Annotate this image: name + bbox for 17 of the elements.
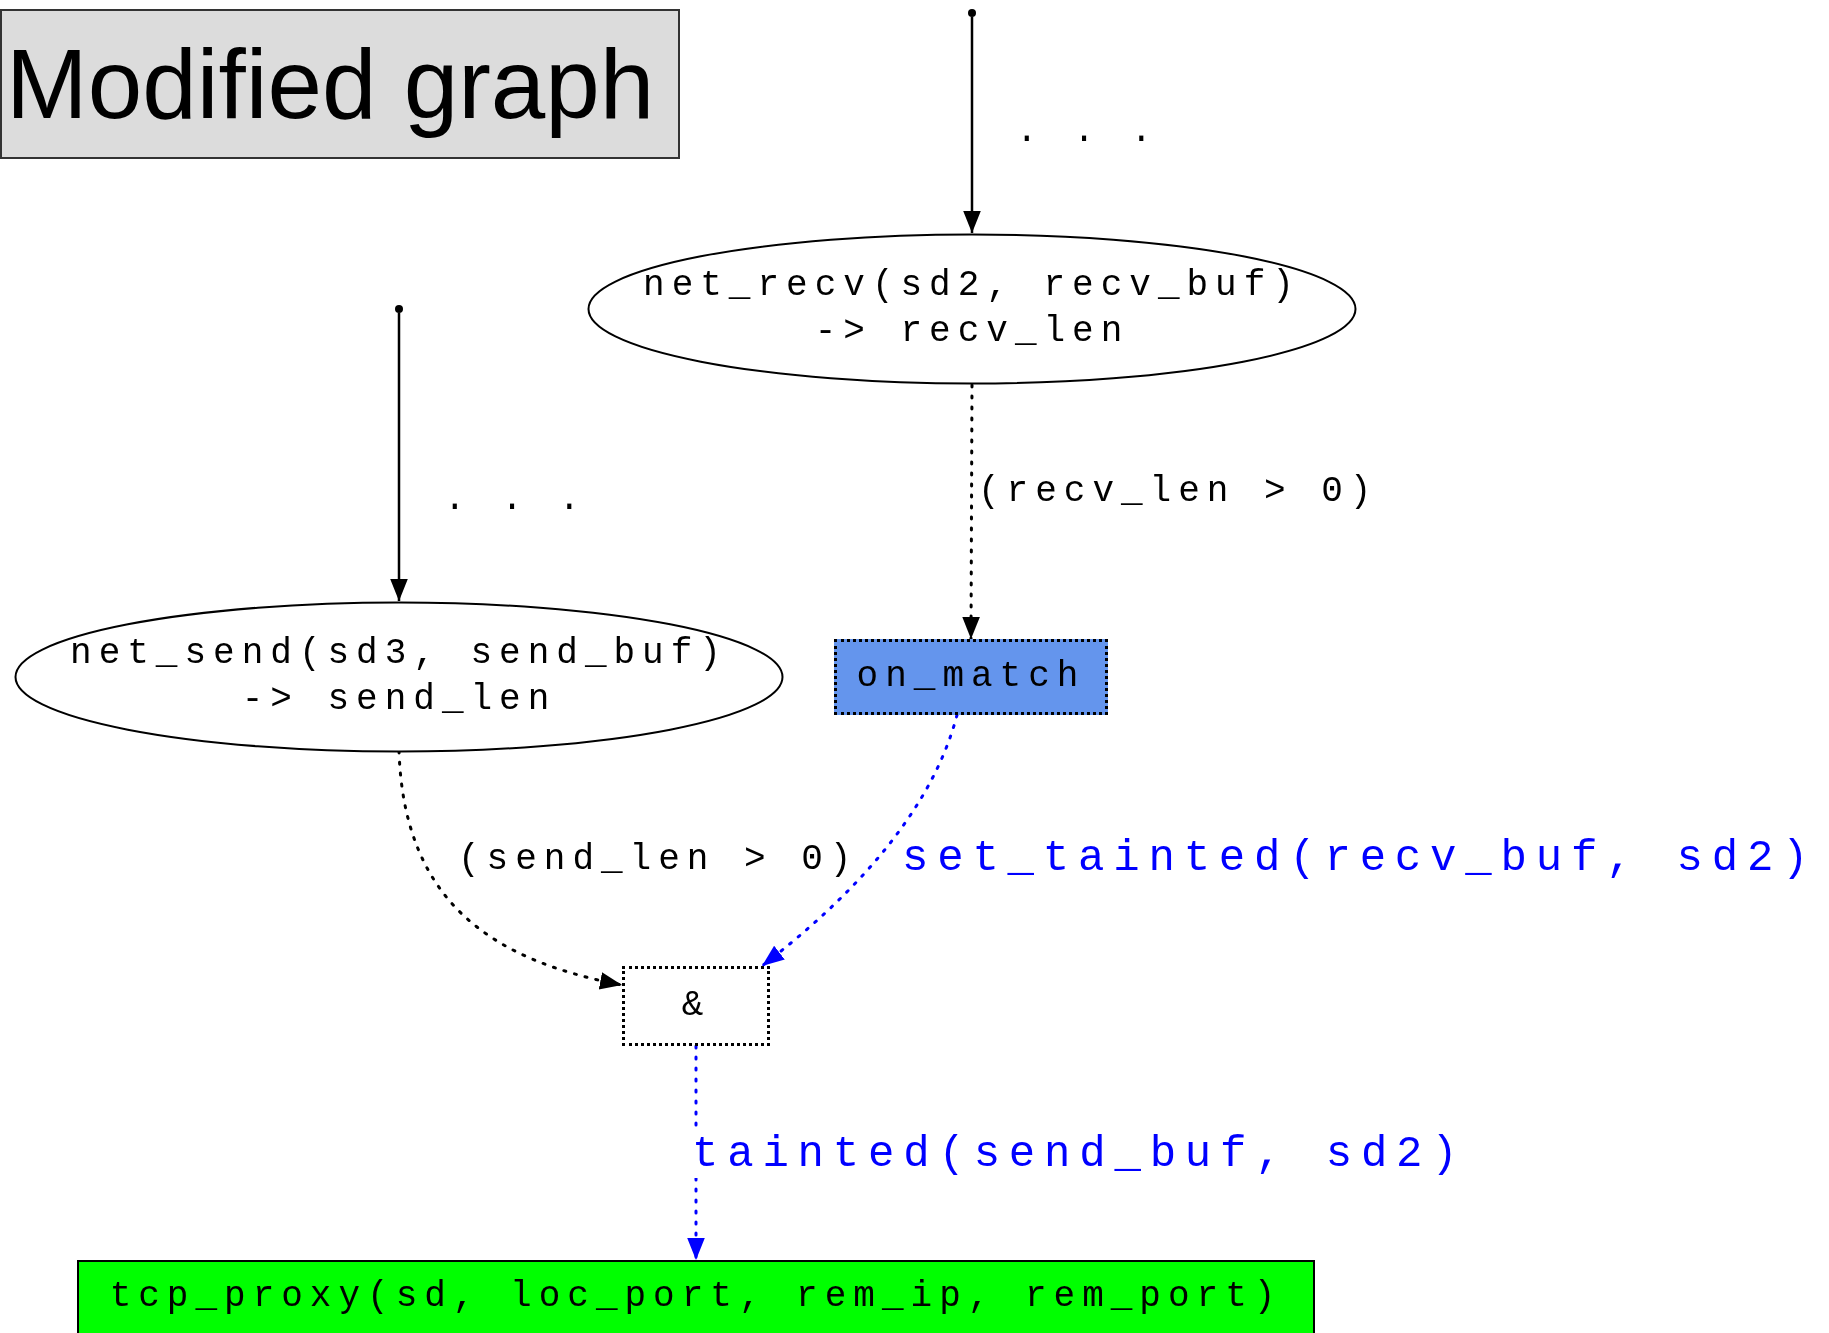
graph-title: Modified graph <box>0 9 681 159</box>
start-point <box>395 305 403 313</box>
start-point <box>968 9 976 17</box>
arrow <box>963 17 981 233</box>
arrow <box>760 713 959 968</box>
ellipse-node <box>587 233 1357 385</box>
dotted-box <box>622 966 770 1046</box>
arrow <box>390 313 408 601</box>
arrow <box>962 383 980 641</box>
node-text: tcp_proxy(sd, loc_port, rem_ip, rem_port) <box>109 1275 1283 1319</box>
dotted-box <box>834 639 1108 715</box>
node-text: net_recv(sd2, recv_buf) -> recv_len <box>642 264 1302 354</box>
node-text: on_match <box>856 655 1086 699</box>
process-box <box>77 1260 1315 1333</box>
node-text: & <box>681 984 711 1028</box>
node-text: net_send(sd3, send_buf) -> send_len <box>69 632 729 722</box>
ellipse-node <box>14 601 784 753</box>
